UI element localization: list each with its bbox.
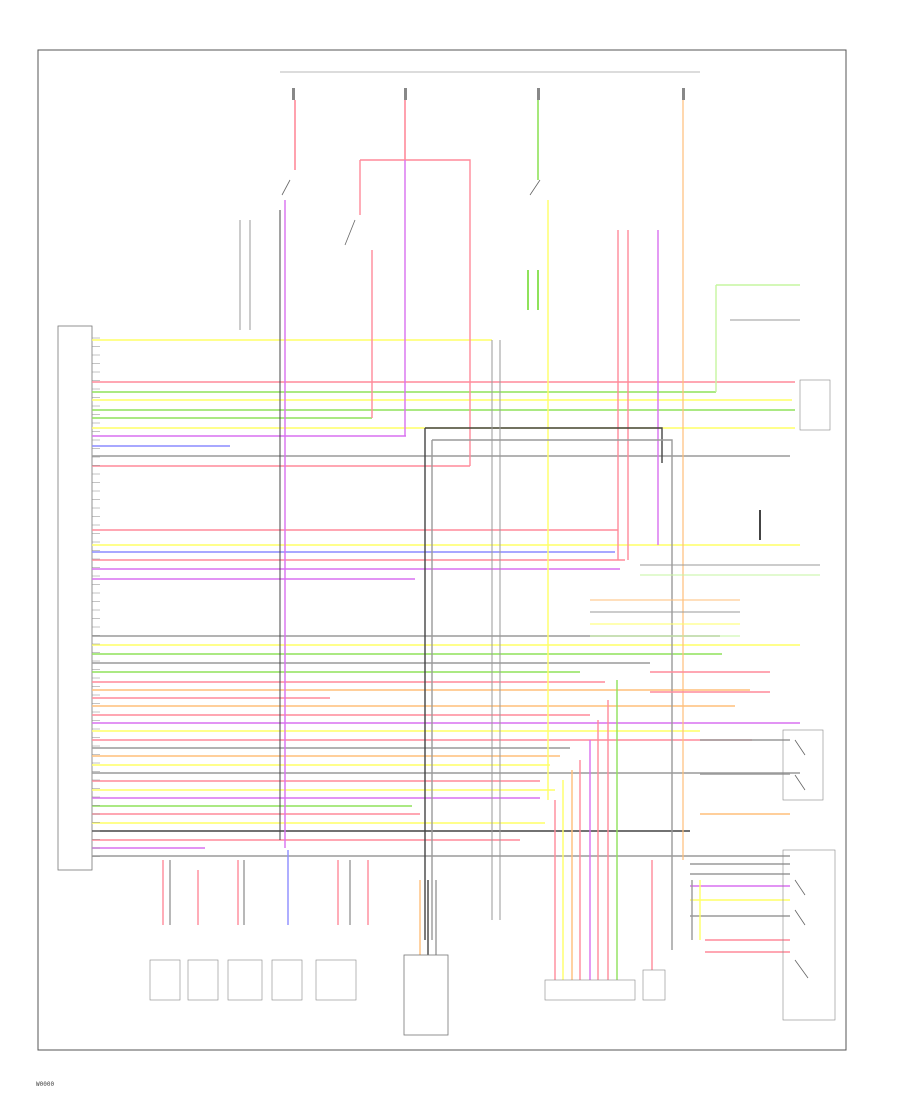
diagram-code: W0000: [36, 1081, 55, 1088]
sensor-box: [799, 379, 831, 431]
shift-switch-box: [782, 849, 836, 1021]
solenoid-box-4: [271, 959, 303, 1001]
wire-line: [432, 439, 673, 950]
switch-icon: [794, 959, 809, 979]
wire-line: [425, 427, 663, 463]
solenoid-box-2: [187, 959, 219, 1001]
switch-icon: [529, 179, 541, 196]
control-module-box: [57, 325, 93, 871]
wire-line: [360, 159, 471, 466]
switch-icon: [794, 909, 806, 926]
switch-icon: [794, 879, 806, 896]
switch-icon: [794, 739, 806, 756]
fuse-icon: [404, 88, 407, 100]
switch-icon: [344, 219, 356, 246]
fuse-icon: [682, 88, 685, 100]
transmission-box: [403, 954, 449, 1036]
switch-box: [782, 729, 824, 801]
connector-block-box: [544, 979, 636, 1001]
solenoid-box-1: [149, 959, 181, 1001]
fuse-icon: [292, 88, 295, 100]
solenoid-box-5: [315, 959, 357, 1001]
switch-symbols: [281, 179, 809, 979]
diagram-border: [37, 49, 847, 1051]
switch-icon: [794, 774, 806, 791]
wire-layer: [92, 100, 820, 980]
fuse-block-group: [292, 88, 685, 100]
fuse-icon: [537, 88, 540, 100]
solenoid-box-3: [227, 959, 263, 1001]
ground-box: [642, 969, 666, 1001]
switch-icon: [281, 179, 291, 196]
